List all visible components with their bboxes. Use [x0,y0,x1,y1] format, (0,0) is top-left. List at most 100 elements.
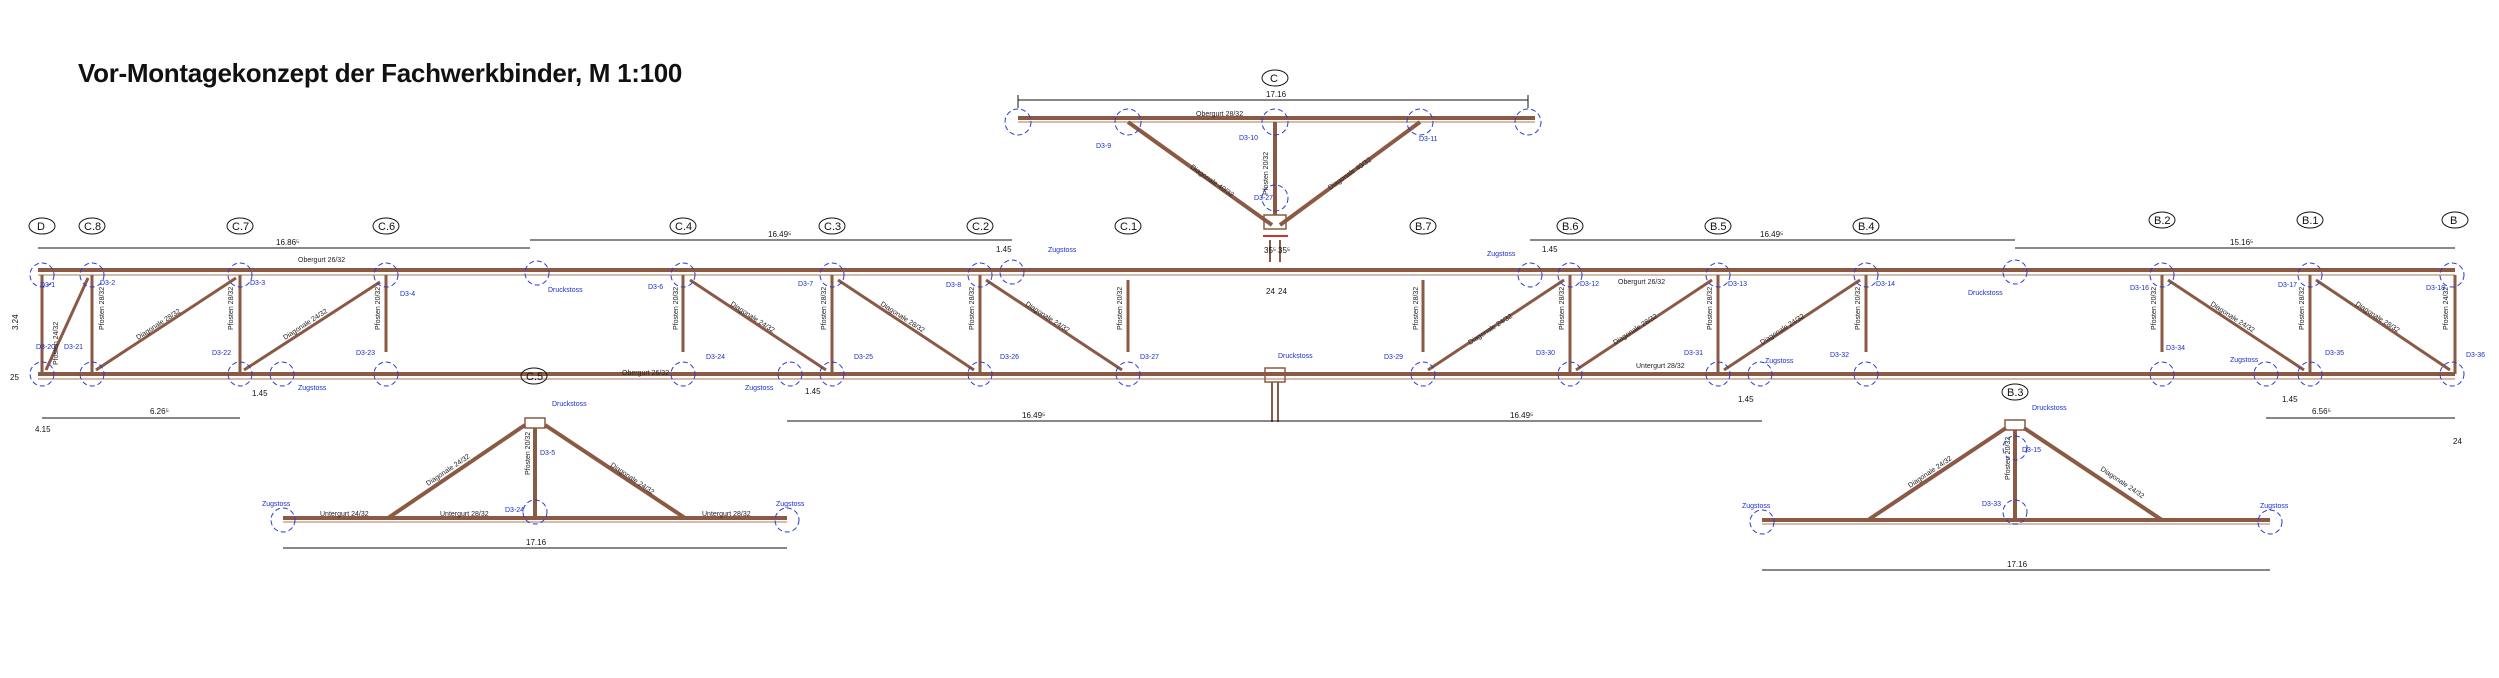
label-pfosten-c1: Pfosten 20/32 [1117,287,1124,330]
label-diag-4: Diagonale 28/32 [879,301,926,335]
joint-tag: D3-23 [356,350,375,357]
label-diag-b3-left: Diagonale 24/32 [1907,455,1953,489]
label-pfosten-b5: Pfosten 28/32 [1707,287,1714,330]
dim-16-49-bottom-right: 16.49⁵ [1510,411,1533,420]
joint-tag: D3-12 [1580,281,1599,288]
axis-c5: C.5 [526,371,543,383]
joint-tags: D3-9 D3-10 D3-11 D3-27 D3-1 D3-2 D3-3 D3… [36,135,2485,514]
joint-tag: D3-5 [540,450,555,457]
label-diagonale-right: Diagonale 40/32 [1327,157,1373,192]
label-diag-7: Diagonale 28/32 [1612,313,1659,347]
tag-druckstoss-c5: Druckstoss [552,401,587,408]
axis-d: D [37,221,45,233]
dim-25: 25 [10,373,19,382]
truss-c5: 17.16 Untergurt 24/32 Untergurt 28/32 Un… [262,401,805,549]
label-pfosten-c3: Pfosten 28/32 [821,287,828,330]
axis-b2: B.2 [2154,215,2171,227]
dim-16-49-right: 16.49⁵ [1760,230,1783,239]
dim-1-45-a: 1.45 [252,389,268,398]
dim-1-45-e: 1.45 [1738,395,1754,404]
dim-16-49-top: 16.49⁵ [768,230,791,239]
joint-tag: D3-32 [1830,352,1849,359]
dim-6-26: 6.26⁵ [150,407,169,416]
label-pfosten-b6: Pfosten 28/32 [1559,287,1566,330]
dim-16-49-bottom-left: 16.49⁵ [1022,411,1045,420]
joint-tag: D3-22 [212,350,231,357]
axis-b5: B.5 [1710,221,1727,233]
label-pfosten-b3: Pfosten 20/32 [2005,437,2012,480]
dim-16-86: 16.86⁵ [276,238,299,247]
tag-druckstoss-1: Druckstoss [548,287,583,294]
joint-tag: D3-25 [854,354,873,361]
joint-tag: D3-29 [1384,354,1403,361]
tag-zugstoss-3: Zugstoss [298,385,327,392]
dim-4-15: 4.15 [35,425,51,434]
dim-3-24: 3.24 [11,314,20,330]
axis-b3: B.3 [2007,387,2024,399]
tag-zugstoss-5: Zugstoss [1765,358,1794,365]
axis-c8: C.8 [84,221,101,233]
joint-tag: D3-15 [2022,447,2041,454]
label-pfosten-top: Pfosten 20/32 [1263,152,1270,195]
label-pfosten-d: Pfosten 24/32 [53,322,60,365]
joint-tag: D3-34 [2166,345,2185,352]
tag-zugstoss-b3-r: Zugstoss [2260,503,2289,510]
dim-1-45-b: 1.45 [996,245,1012,254]
joint-tag: D3-24 [706,354,725,361]
truss-c: 17.16 Obergurt 28/32 Diagonale 40/32 Dia… [1004,90,1542,262]
axis-b6: B.6 [1562,221,1579,233]
dim-1-45-f: 1.45 [2282,395,2298,404]
joint-tag: D3-2 [100,280,115,287]
label-pfosten-b1: Pfosten 28/32 [2299,287,2306,330]
label-untergurt-c5-1: Untergurt 24/32 [320,511,369,518]
joint-tag: D3-11 [1419,136,1438,143]
joint-tag: D3-31 [1684,350,1703,357]
joint-tag: D3-20 [36,344,55,351]
label-pfosten-c5: Pfosten 20/32 [525,432,532,475]
axis-c7: C.7 [232,221,249,233]
label-diag-8: Diagonale 24/32 [1759,313,1806,347]
joint-tag: D3-14 [1876,281,1895,288]
dim-15-16: 15.16⁵ [2230,238,2253,247]
dim-35-c-b: 35⁵ [1278,246,1290,255]
label-pfosten-b: Pfosten 24/32 [2443,287,2450,330]
label-pfosten-c2: Pfosten 28/32 [969,287,976,330]
joint-tag: D3-13 [1728,281,1747,288]
joint-tag: D3-27 [1254,195,1273,202]
joint-tag: D3-27 [1140,354,1159,361]
dim-24-c: 24 [1266,287,1275,296]
joint-tag: D3-10 [1239,135,1258,142]
truss-b3: 17.16 Diagonale 24/32 Diagonale 24/32 Pf… [1742,405,2289,571]
joint-tag: D3-33 [1982,501,2001,508]
label-pfosten-c6: Pfosten 20/32 [375,287,382,330]
joint-tag: D3-18 [2426,285,2445,292]
label-untergurt-main: Untergurt 28/32 [1636,363,1685,370]
dim-24-c-b: 24 [1278,287,1287,296]
dim-1-45-c: 1.45 [805,387,821,396]
tag-zugstoss-b3-l: Zugstoss [1742,503,1771,510]
joint-tag: D3-9 [1096,143,1111,150]
label-obergurt-main-3: Obergurt 26/32 [622,370,669,377]
label-diag-5: Diagonale 24/32 [1024,301,1071,335]
axis-c: C [1270,73,1278,85]
label-obergurt-main-2: Obergurt 26/32 [1618,279,1665,286]
label-diag-1: Diagonale 28/32 [135,308,182,342]
label-diag-c5-left: Diagonale 24/32 [425,453,471,487]
tag-druckstoss-3: Druckstoss [1968,290,2003,297]
tag-zugstoss-2: Zugstoss [1487,251,1516,258]
dim-1-45-d: 1.45 [1542,245,1558,254]
dim-35-c: 35⁵ [1264,246,1276,255]
axis-b1: B.1 [2302,215,2319,227]
label-diag-2: Diagonale 24/32 [282,308,329,342]
label-diag-3: Diagonale 24/32 [729,301,776,335]
label-pfosten-b2: Pfosten 20/32 [2151,287,2158,330]
joint-tag: D3-8 [946,282,961,289]
label-diag-6: Diagonale 24/32 [1467,313,1514,347]
tag-druckstoss-b3: Druckstoss [2032,405,2067,412]
tag-zugstoss-4: Zugstoss [745,385,774,392]
tag-druckstoss-2: Druckstoss [1278,353,1313,360]
label-pfosten-c7: Pfosten 28/32 [228,287,235,330]
dim-6-56: 6.56⁵ [2312,407,2331,416]
label-diag-9: Diagonale 24/32 [2209,301,2256,335]
